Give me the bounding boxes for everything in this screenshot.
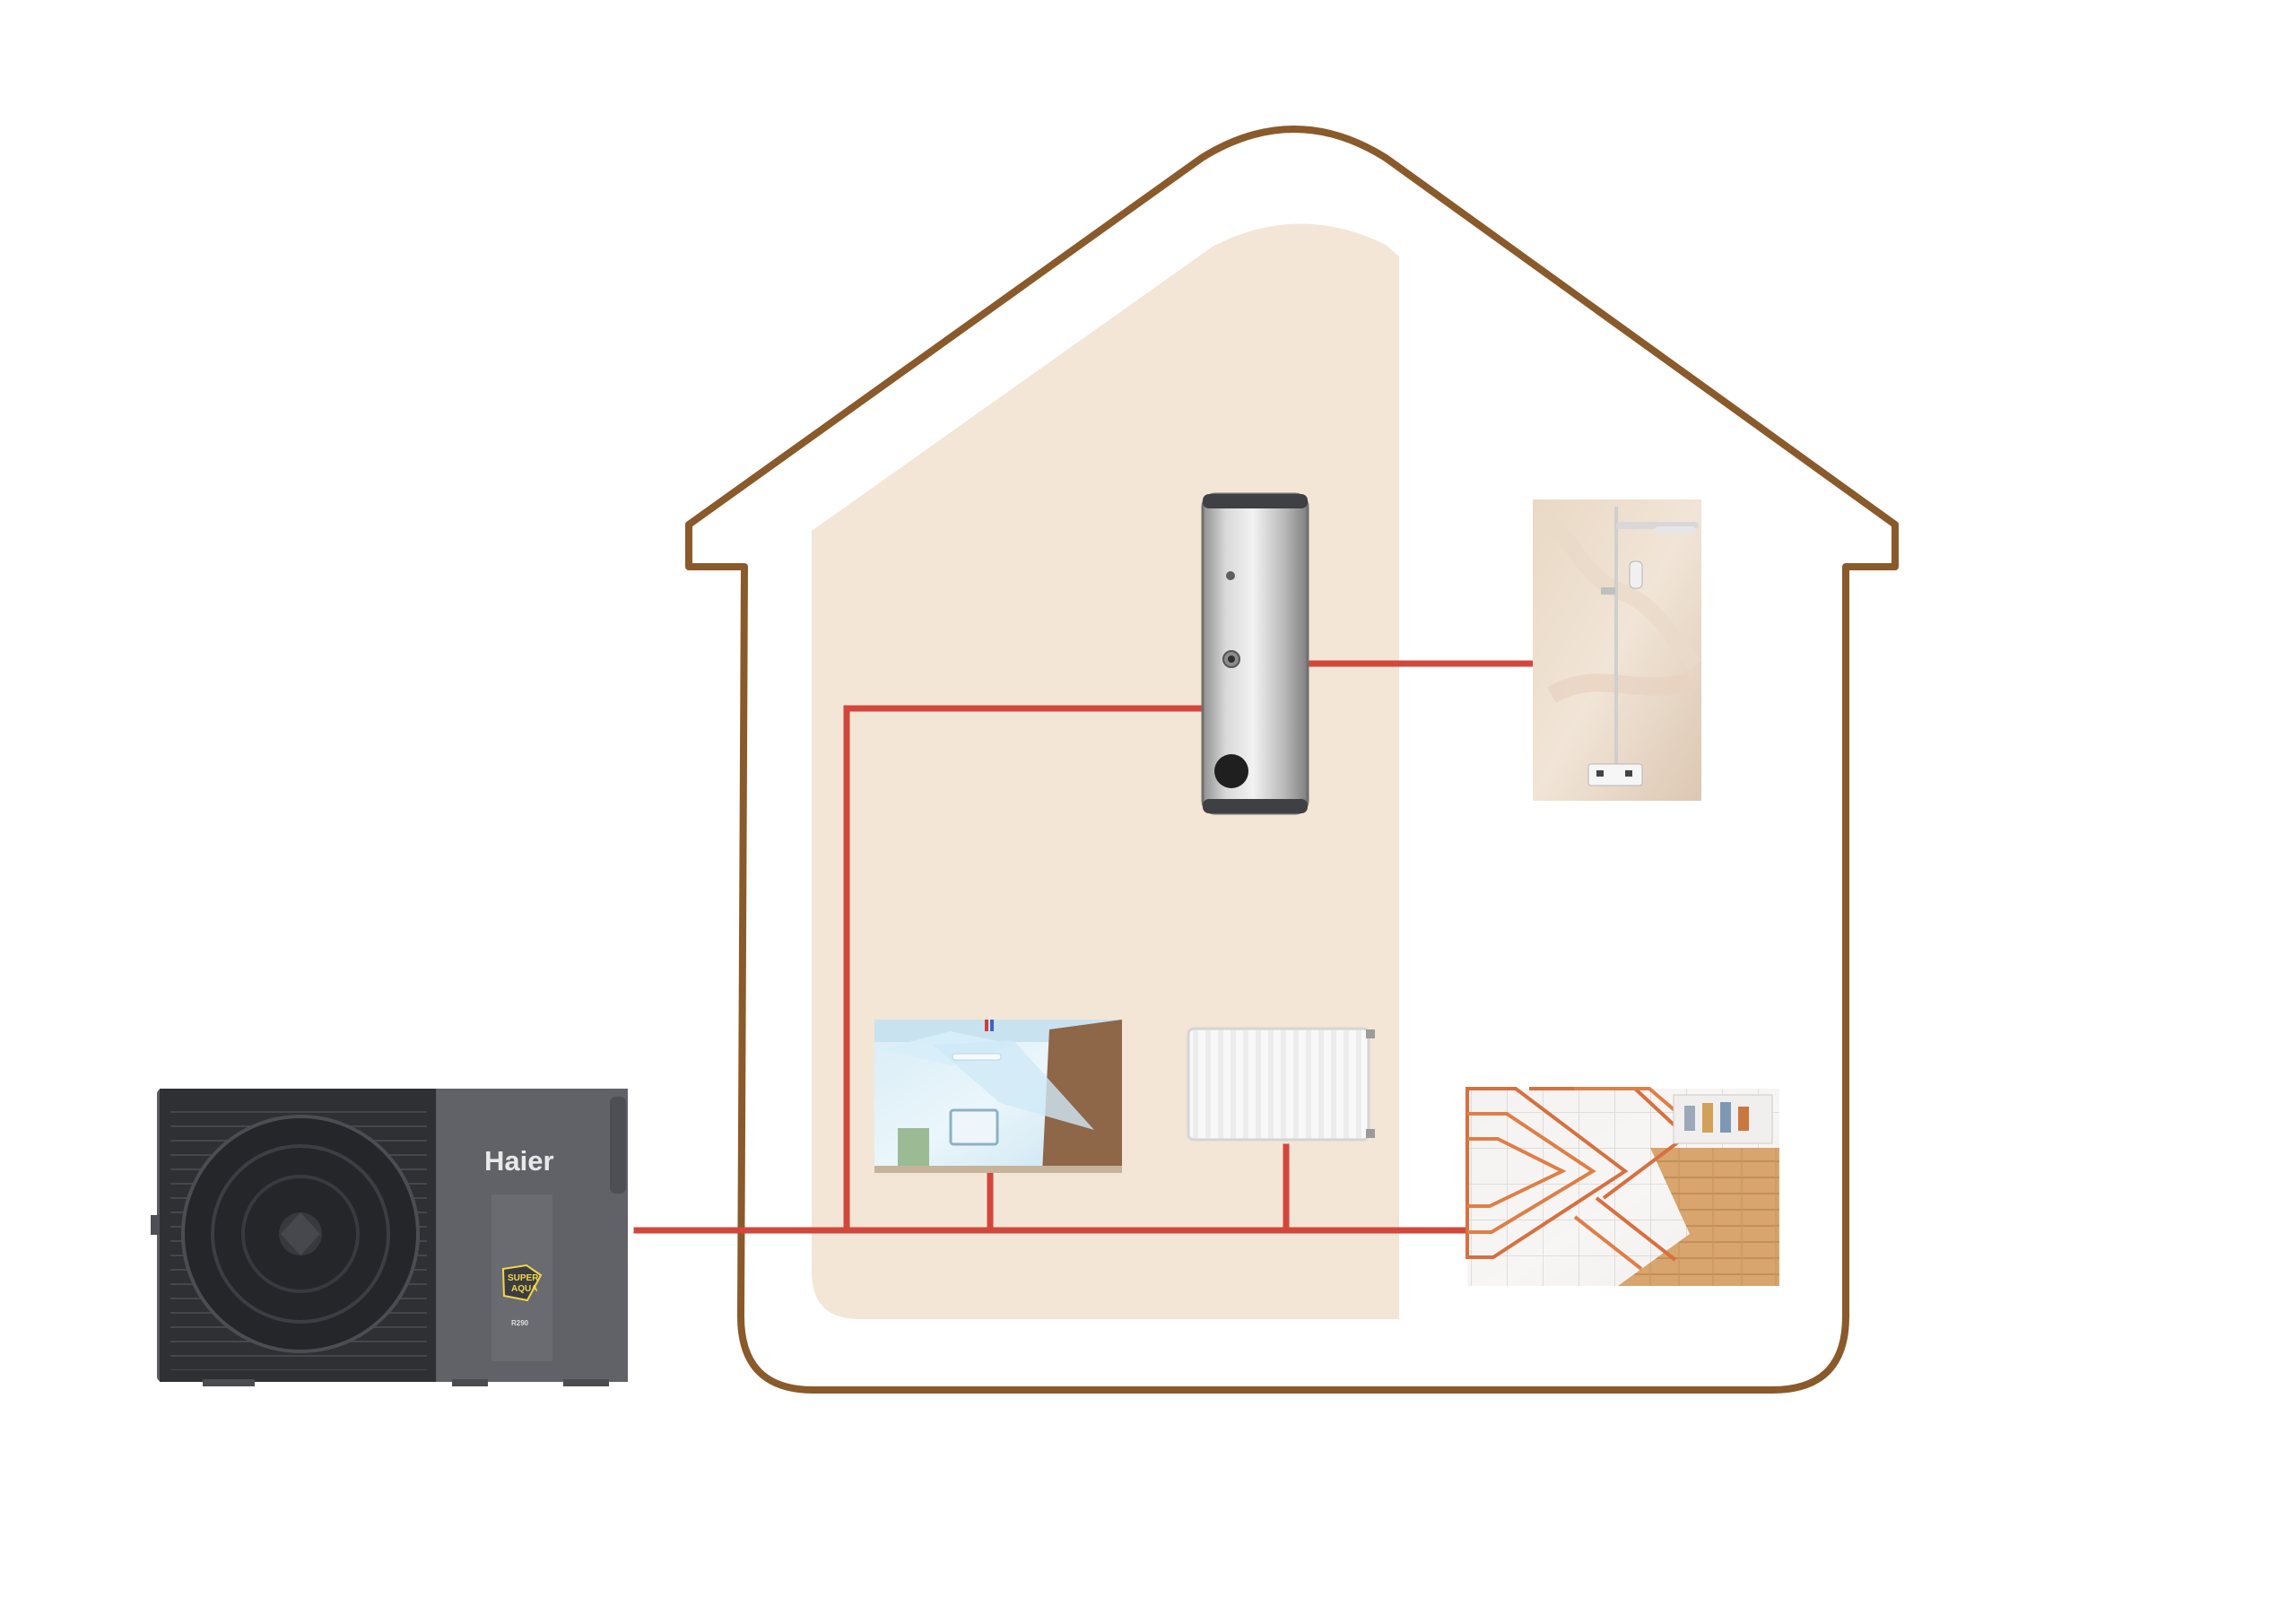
badge-line-1: SUPER [508,1273,539,1283]
tank-supply-pipe [843,705,1207,1234]
hot-water-tank-icon [1201,492,1309,815]
refrigerant-label: R290 [511,1319,529,1327]
radiator-icon [1187,1027,1375,1142]
house-outline [685,126,1899,1394]
outdoor-heat-pump-icon: Haier SUPER AQUA R290 [151,1089,628,1386]
badge-line-2: AQUA [511,1284,537,1294]
piping-network [633,660,1536,1234]
underfloor-heating-icon [1465,1087,1779,1286]
shower-icon [1533,499,1701,801]
super-aqua-badge: SUPER AQUA [501,1264,543,1302]
fan-coil-room-icon [874,1020,1122,1173]
brand-logo: Haier [484,1145,554,1177]
